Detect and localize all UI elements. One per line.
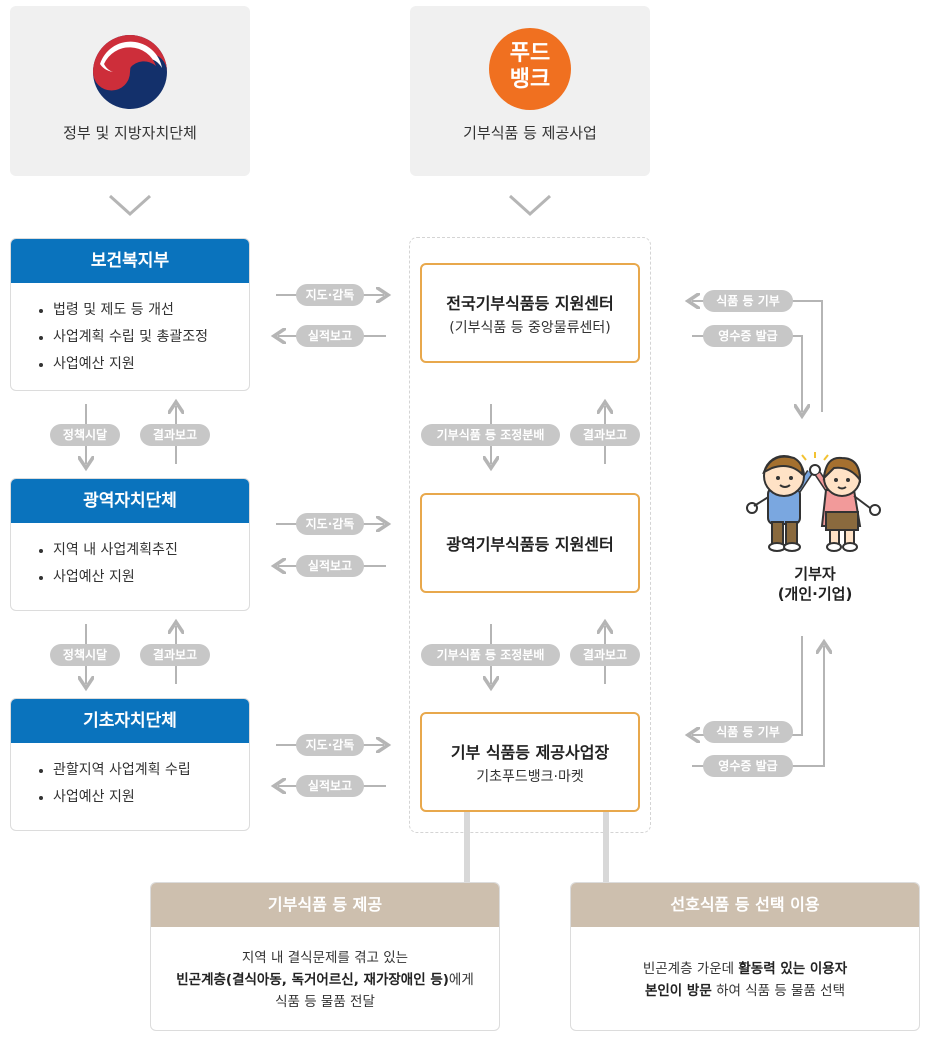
pill-report: 실적보고 bbox=[296, 555, 364, 577]
pill-receipt: 영수증 발급 bbox=[703, 755, 793, 777]
list-item: 법령 및 제도 등 개선 bbox=[39, 297, 249, 324]
bottom-box-title: 선호식품 등 선택 이용 bbox=[571, 883, 919, 927]
list-item: 지역 내 사업계획추진 bbox=[39, 537, 249, 564]
bottom-box-select: 선호식품 등 선택 이용 빈곤계층 가운데 활동력 있는 이용자 본인이 방문 … bbox=[570, 882, 920, 1031]
gov-box-ministry: 보건복지부 법령 및 제도 등 개선 사업계획 수립 및 총괄조정 사업예산 지… bbox=[10, 238, 250, 391]
pill-receipt: 영수증 발급 bbox=[703, 325, 793, 347]
bottom-text-line: 에게 bbox=[448, 972, 474, 988]
pill-guide: 지도·감독 bbox=[296, 734, 364, 756]
pill-distribute: 기부식품 등 조정분배 bbox=[421, 424, 560, 446]
bottom-box-provide: 기부식품 등 제공 지역 내 결식문제를 겪고 있는 빈곤계층(결식아동, 독거… bbox=[150, 882, 500, 1031]
center-sub: (기부식품 등 중앙물류센터) bbox=[449, 319, 611, 336]
chevron-down-icon bbox=[508, 194, 552, 217]
center-title: 전국기부식품등 지원센터 bbox=[446, 293, 614, 313]
gov-box-title: 보건복지부 bbox=[11, 239, 249, 283]
pill-report: 실적보고 bbox=[296, 775, 364, 797]
pill-guide: 지도·감독 bbox=[296, 284, 364, 306]
donor-illustration-icon bbox=[746, 452, 881, 552]
bottom-text-bold: 본인이 방문 bbox=[644, 983, 712, 999]
pill-policy: 정책시달 bbox=[50, 424, 120, 446]
donor-title: 기부자 bbox=[794, 565, 836, 583]
foodbank-card: 푸드뱅크 기부식품 등 제공사업 bbox=[410, 6, 650, 176]
foodbank-label: 기부식품 등 제공사업 bbox=[463, 124, 597, 142]
gov-label: 정부 및 지방자치단체 bbox=[63, 124, 197, 142]
donor-label: 기부자 (개인·기업) bbox=[750, 564, 880, 604]
bottom-text-line: 지역 내 결식문제를 겪고 있는 bbox=[241, 950, 409, 966]
bottom-text-line: 식품 등 물품 전달 bbox=[275, 994, 375, 1010]
center-title: 광역기부식품등 지원센터 bbox=[446, 535, 614, 554]
gov-box-title: 기초자치단체 bbox=[11, 699, 249, 743]
pill-donate: 식품 등 기부 bbox=[703, 290, 793, 312]
chevron-down-icon bbox=[108, 194, 152, 217]
bottom-box-title: 기부식품 등 제공 bbox=[151, 883, 499, 927]
bottom-text-bold: 활동력 있는 이용자 bbox=[738, 961, 848, 977]
center-box-metro: 광역기부식품등 지원센터 bbox=[420, 493, 640, 593]
foodbank-logo bbox=[489, 28, 571, 110]
center-title: 기부 식품등 제공사업장 bbox=[450, 742, 610, 762]
bottom-text-line: 빈곤계층 가운데 bbox=[642, 961, 739, 977]
center-group bbox=[409, 237, 651, 833]
list-item: 사업예산 지원 bbox=[39, 351, 249, 378]
foodbank-logo-text: 푸드뱅크 bbox=[509, 41, 551, 92]
bottom-text-line: 하여 식품 등 물품 선택 bbox=[711, 983, 846, 999]
pill-guide: 지도·감독 bbox=[296, 513, 364, 535]
center-box-national: 전국기부식품등 지원센터 (기부식품 등 중앙물류센터) bbox=[420, 263, 640, 363]
gov-box-title: 광역자치단체 bbox=[11, 479, 249, 523]
gov-box-local: 기초자치단체 관할지역 사업계획 수립 사업예산 지원 bbox=[10, 698, 250, 831]
pill-report: 실적보고 bbox=[296, 325, 364, 347]
pill-policy: 정책시달 bbox=[50, 644, 120, 666]
pill-result: 결과보고 bbox=[140, 424, 210, 446]
pill-distribute: 기부식품 등 조정분배 bbox=[421, 644, 560, 666]
list-item: 사업예산 지원 bbox=[39, 564, 249, 591]
pill-result: 결과보고 bbox=[570, 644, 640, 666]
gov-card: 정부 및 지방자치단체 bbox=[10, 6, 250, 176]
gov-box-metro: 광역자치단체 지역 내 사업계획추진 사업예산 지원 bbox=[10, 478, 250, 611]
center-box-local: 기부 식품등 제공사업장 기초푸드뱅크·마켓 bbox=[420, 712, 640, 812]
list-item: 관할지역 사업계획 수립 bbox=[39, 757, 249, 784]
pill-result: 결과보고 bbox=[140, 644, 210, 666]
bottom-text-bold: 빈곤계층(결식아동, 독거어르신, 재가장애인 등) bbox=[176, 972, 449, 988]
donor-sub: (개인·기업) bbox=[777, 585, 853, 603]
pill-donate: 식품 등 기부 bbox=[703, 721, 793, 743]
list-item: 사업예산 지원 bbox=[39, 784, 249, 811]
list-item: 사업계획 수립 및 총괄조정 bbox=[39, 324, 249, 351]
pill-result: 결과보고 bbox=[570, 424, 640, 446]
korea-emblem-icon bbox=[93, 35, 167, 109]
center-sub: 기초푸드뱅크·마켓 bbox=[476, 768, 584, 785]
